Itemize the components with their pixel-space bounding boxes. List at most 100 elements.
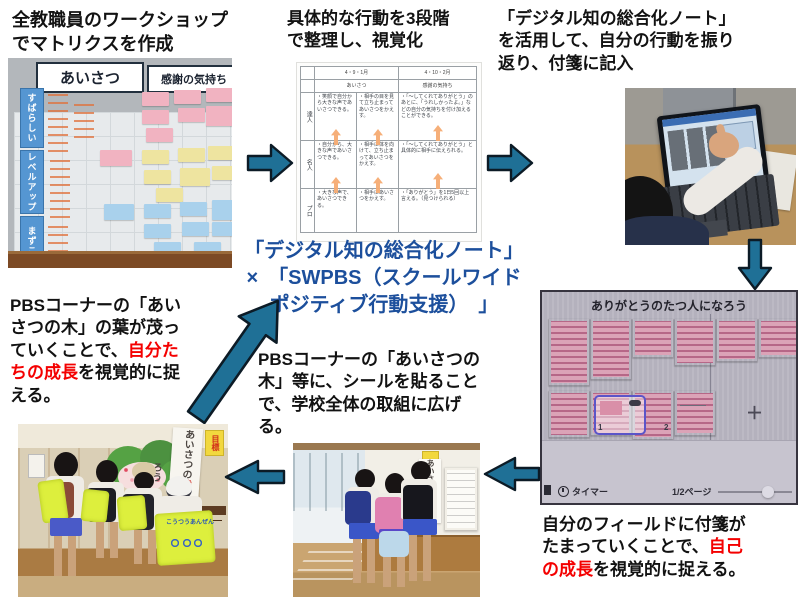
up-arrow-icon <box>373 177 383 193</box>
up-arrow-icon <box>433 173 443 189</box>
matrix-corner <box>300 79 315 93</box>
flow-arrow-diagonal-up-icon <box>172 283 301 435</box>
sticky-note <box>212 200 232 220</box>
student-figure <box>399 461 445 593</box>
sticky-note <box>142 110 169 124</box>
up-arrow-icon <box>373 129 383 145</box>
whiteboard-rowlabel-subarashii: すばらしい <box>20 88 44 148</box>
matrix-category-greeting: あいさつ <box>314 79 399 93</box>
caption-pbs-corner-growth: PBSコーナーの「あいさつの木」の葉が茂っていくことで、自分たちの成長を視覚的に… <box>10 295 182 407</box>
caption-three-levels-line2: で整理し、視覚化 <box>287 31 423 51</box>
matrix-category-gratitude: 感謝の気持ち <box>398 79 477 93</box>
sticky-note <box>206 88 232 102</box>
digital-sticky-note <box>758 318 796 358</box>
toolbar-icon[interactable] <box>544 485 551 495</box>
notebook-divider <box>710 314 711 442</box>
digital-sticky-note <box>548 390 590 438</box>
digital-sticky-note <box>632 318 674 358</box>
sticky-note <box>174 90 201 104</box>
sticky-note <box>178 108 205 122</box>
matrix-cell: ・「ありがとう」を1日5回以上言える。（見つけられる） <box>398 188 477 233</box>
matrix-cell: ・大きな声で、あいさつできる。 <box>314 188 357 233</box>
title-line3: ポジティブ行動支援） 」 <box>269 293 499 316</box>
caption-workshop-line2: でマトリクスを作成 <box>12 33 174 54</box>
matrix-table: 4・9・1月 4・10・2月 あいさつ 感謝の気持ち 達人 ・笑顔で自分から大き… <box>300 66 477 233</box>
digital-sticky-note <box>590 318 632 380</box>
notice-sheets <box>444 467 478 531</box>
matrix-cell: ・相手の目を見て立ち止まってあいさつをかえす。 <box>356 92 399 141</box>
goal-tag: 目標 <box>205 430 224 456</box>
caption-digital-note: 「デジタル知の総合化ノート」 を活用して、自分の行動を振り 返り、付箋に記入 <box>498 8 798 75</box>
zoom-slider-knob[interactable] <box>762 486 774 498</box>
sticky-note <box>156 188 183 202</box>
matrix-row-label: 達人 <box>300 92 315 141</box>
up-arrow-icon <box>331 129 341 145</box>
photo-whiteboard-matrix: あいさつ 感謝の気持ち すばらしい レベルアップ まずここから <box>8 58 232 268</box>
digital-sticky-note <box>716 318 758 362</box>
student-figure <box>37 452 100 582</box>
thumbnail-badge <box>629 400 641 406</box>
photo-greeting-tree-corner: あいさつの達人になろう 目標 <box>18 424 228 597</box>
matrix-row-label: プロ <box>300 188 315 233</box>
page-swap-arrow-icon <box>680 405 706 406</box>
student-shoulder <box>625 216 709 245</box>
digital-sticky-note <box>632 390 674 440</box>
sticky-note <box>146 128 173 142</box>
matrix-row-label: 名人 <box>300 140 315 189</box>
caption-three-levels: 具体的な行動を3段階 で整理し、視覚化 <box>287 8 487 53</box>
student-figure <box>80 460 136 580</box>
zoom-slider[interactable] <box>718 486 792 498</box>
sticky-note <box>208 146 232 160</box>
page-thumbnail-2-label[interactable]: 2 <box>664 423 669 432</box>
page-indicator: 1/2ページ <box>672 487 712 497</box>
sticky-note <box>142 150 169 164</box>
caption-workshop: 全教職員のワークショップ でマトリクスを作成 <box>12 9 248 57</box>
caption-self-growth-highlight: 自己の成長 <box>542 537 743 579</box>
page-thumbnail-1[interactable] <box>594 395 646 435</box>
handwriting-marks <box>50 160 70 222</box>
digital-sticky-note <box>674 390 716 436</box>
page-thumbnail-1-label: 1 <box>598 423 603 432</box>
caption-pbs-corner-highlight: 自分たちの成長 <box>10 340 179 383</box>
sticky-note <box>212 222 232 236</box>
scroll-text: あいさつの <box>179 428 195 480</box>
sticky-note <box>180 202 207 216</box>
flow-arrow-right-1-icon <box>246 142 294 184</box>
digital-sticky-note <box>548 318 590 386</box>
digital-sticky-note <box>674 318 716 366</box>
caption-three-levels-line1: 具体的な行動を3段階 <box>287 9 450 28</box>
add-page-button[interactable]: ＋ <box>746 404 763 423</box>
ceiling-beam <box>293 443 480 450</box>
whiteboard-header-greeting: あいさつ <box>36 62 144 93</box>
matrix-period-right: 4・10・2月 <box>398 66 477 80</box>
whiteboard-rowlabel-levelup: レベルアップ <box>20 150 44 214</box>
sticky-note <box>212 166 232 180</box>
sticky-note <box>144 170 171 184</box>
student-figure <box>154 476 224 594</box>
flow-arrow-right-2-icon <box>486 142 534 184</box>
vest-doodle-figures <box>168 536 202 550</box>
photo-hallway-students: あいさつの達人に <box>293 443 480 597</box>
sticky-note <box>104 204 134 220</box>
caption-school-wide: PBSコーナーの「あいさつの木」等に、シールを貼ることで、学校全体の取組に広げる… <box>258 349 488 439</box>
sticky-note <box>142 92 169 106</box>
small-wall-sign <box>28 454 45 478</box>
sticky-note <box>182 222 209 236</box>
caption-pbs-corner-text: PBSコーナーの「あいさつの木」の葉が茂っていくことで、 <box>10 296 181 360</box>
up-arrow-icon <box>331 177 341 193</box>
caption-workshop-line1: 全教職員のワークショップ <box>12 10 228 30</box>
handwriting-marks <box>74 104 94 144</box>
notebook-bottom-panel: 1 2 ＋ タイマー 1/2ページ <box>542 395 796 503</box>
matrix-cell: ・相手にあいさつをかえす。 <box>356 188 399 233</box>
caption-digital-note-line2: を活用して、自分の行動を振り <box>498 31 735 51</box>
caption-digital-note-line1: 「デジタル知の総合化ノート」 <box>498 9 736 28</box>
sticky-note <box>144 224 171 238</box>
timer-label[interactable]: タイマー <box>572 487 609 497</box>
caption-pbs-corner-text: を視覚的に捉える。 <box>10 363 180 405</box>
timer-clock-icon <box>558 486 569 497</box>
sticky-note <box>180 168 210 186</box>
sticky-note <box>178 148 205 162</box>
tote-bag <box>379 531 409 557</box>
thumbnail-notes-preview <box>600 401 622 415</box>
